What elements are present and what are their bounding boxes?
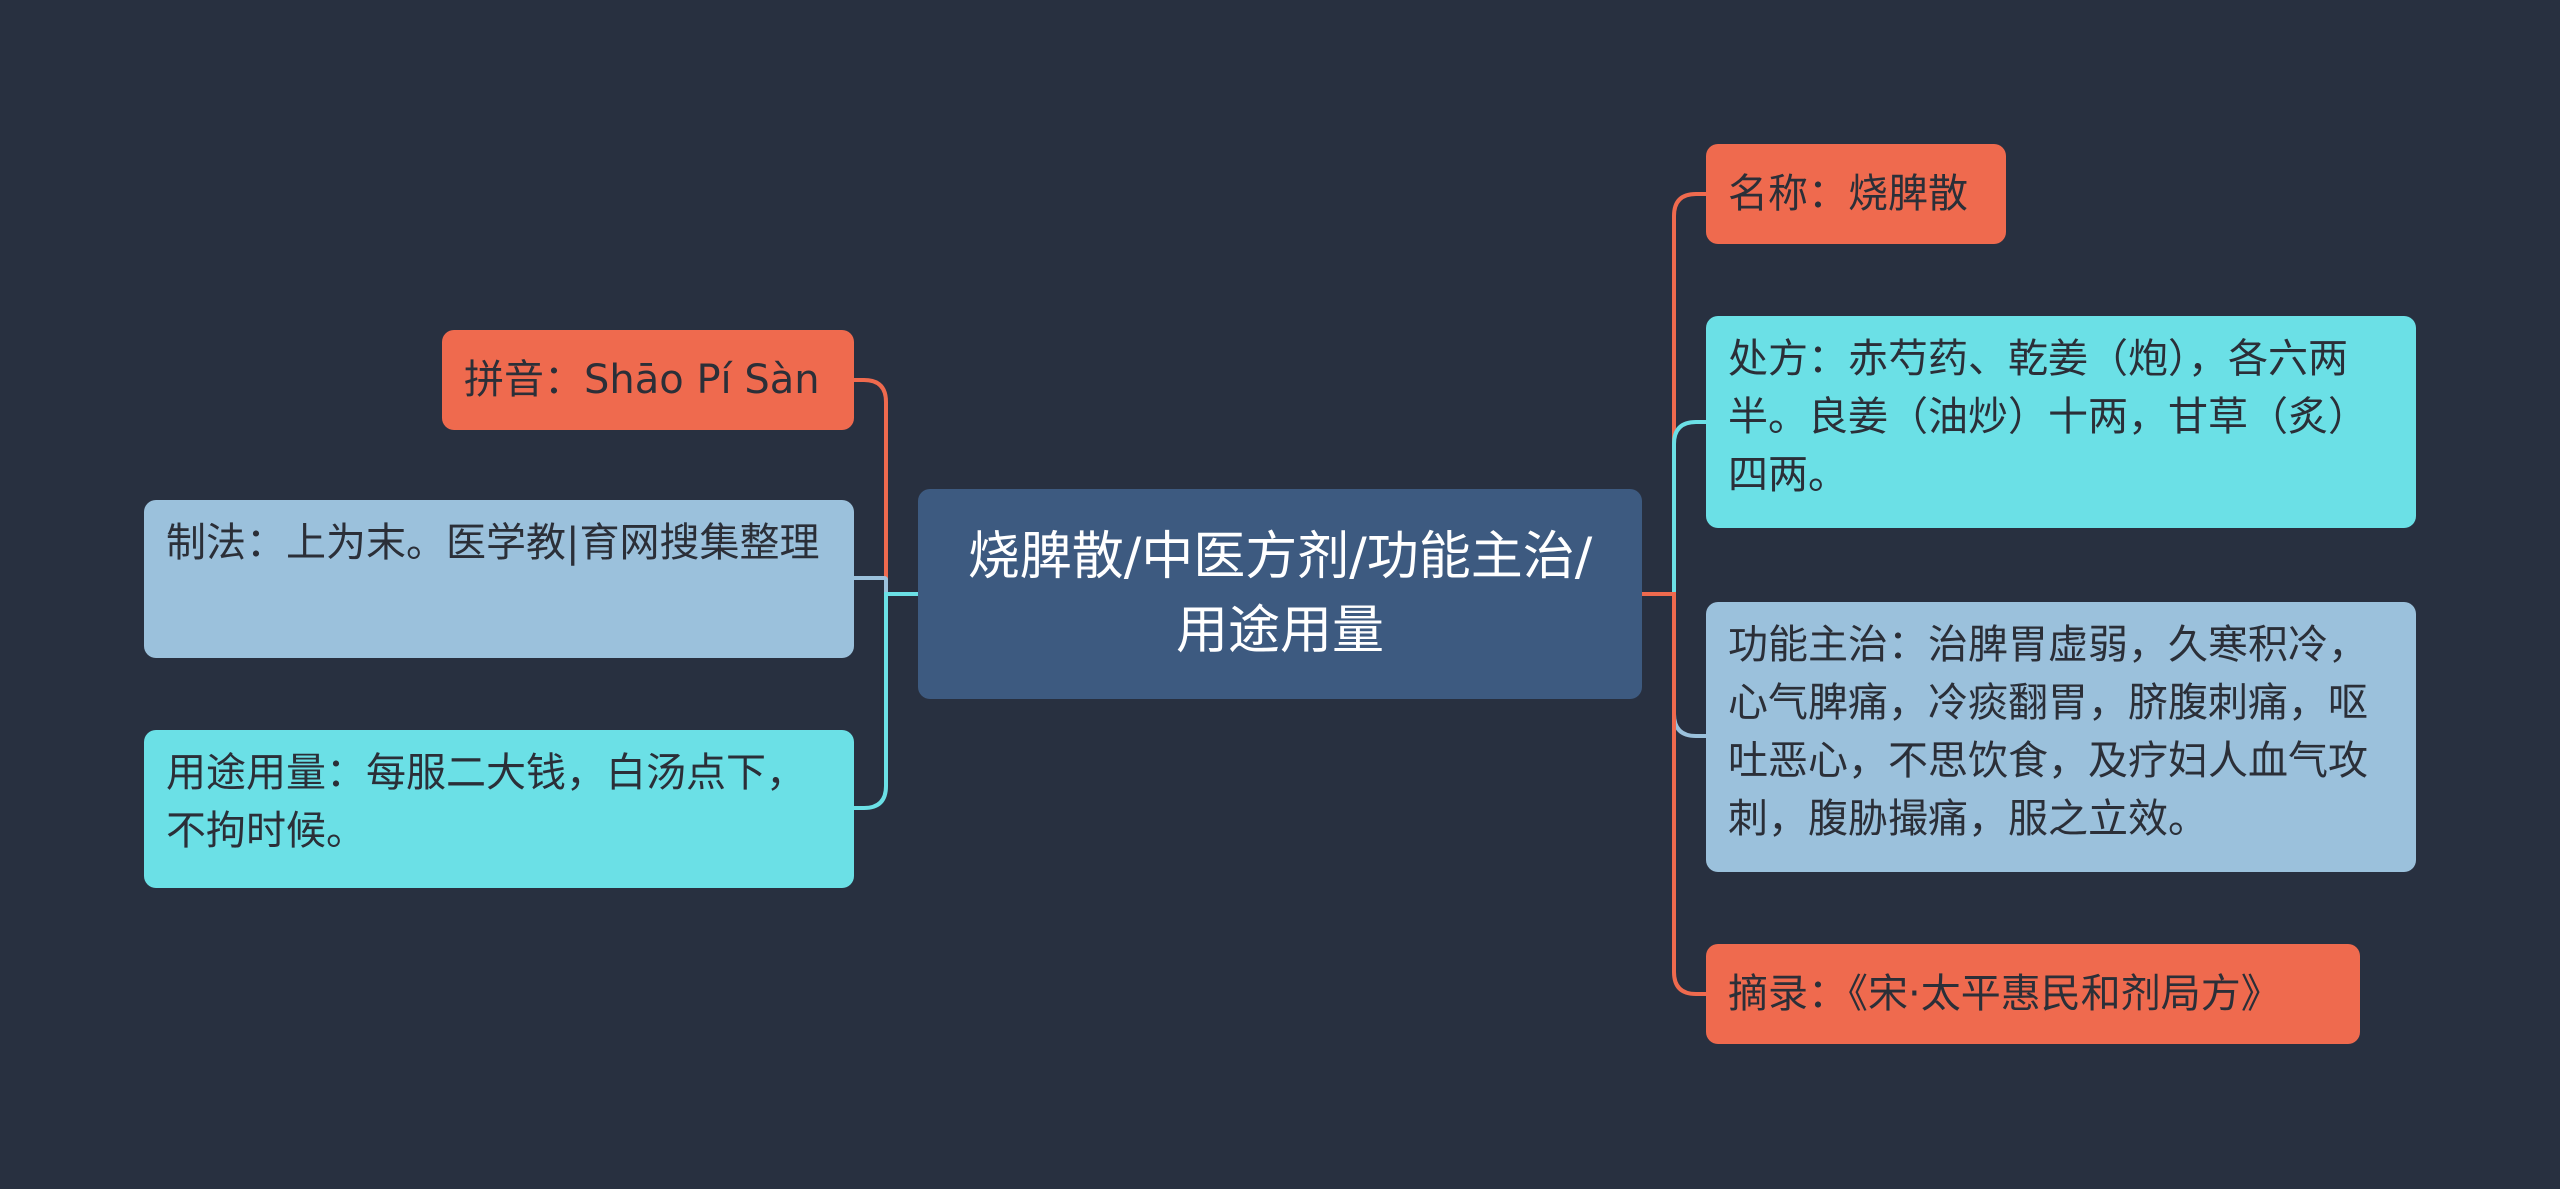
connector-left-method	[854, 576, 918, 596]
connector-left-usage	[854, 592, 918, 810]
left-node-pinyin[interactable]: 拼音：Shāo Pí Sàn	[442, 330, 854, 430]
connector-right-name	[1642, 192, 1706, 596]
left-node-usage-text: 用途用量：每服二大钱，白汤点下，不拘时候。	[166, 750, 806, 854]
right-node-recipe[interactable]: 处方：赤芍药、乾姜（炮），各六两半。良姜（油炒）十两，甘草（炙）四两。	[1706, 316, 2416, 528]
right-node-name[interactable]: 名称：烧脾散	[1706, 144, 2006, 244]
left-node-pinyin-text: 拼音：Shāo Pí Sàn	[464, 357, 820, 403]
connector-left-pinyin	[854, 378, 918, 596]
right-node-source-text: 摘录：《宋·太平惠民和剂局方》	[1728, 971, 2281, 1017]
connector-right-source	[1642, 592, 1706, 996]
left-node-method-text: 制法：上为末。医学教|育网搜集整理	[166, 520, 820, 566]
connector-right-recipe	[1642, 420, 1706, 596]
right-node-function[interactable]: 功能主治：治脾胃虚弱，久寒积冷，心气脾痛，冷痰翻胃，脐腹刺痛，呕吐恶心，不思饮食…	[1706, 602, 2416, 872]
right-node-name-text: 名称：烧脾散	[1728, 171, 1968, 217]
right-node-source[interactable]: 摘录：《宋·太平惠民和剂局方》	[1706, 944, 2360, 1044]
root-node-label: 烧脾散/中医方剂/功能主治/用途用量	[967, 527, 1593, 661]
left-node-method[interactable]: 制法：上为末。医学教|育网搜集整理	[144, 500, 854, 658]
root-node[interactable]: 烧脾散/中医方剂/功能主治/用途用量	[918, 489, 1642, 699]
right-node-function-text: 功能主治：治脾胃虚弱，久寒积冷，心气脾痛，冷痰翻胃，脐腹刺痛，呕吐恶心，不思饮食…	[1728, 622, 2368, 842]
left-node-usage[interactable]: 用途用量：每服二大钱，白汤点下，不拘时候。	[144, 730, 854, 888]
right-node-recipe-text: 处方：赤芍药、乾姜（炮），各六两半。良姜（油炒）十两，甘草（炙）四两。	[1728, 336, 2368, 498]
